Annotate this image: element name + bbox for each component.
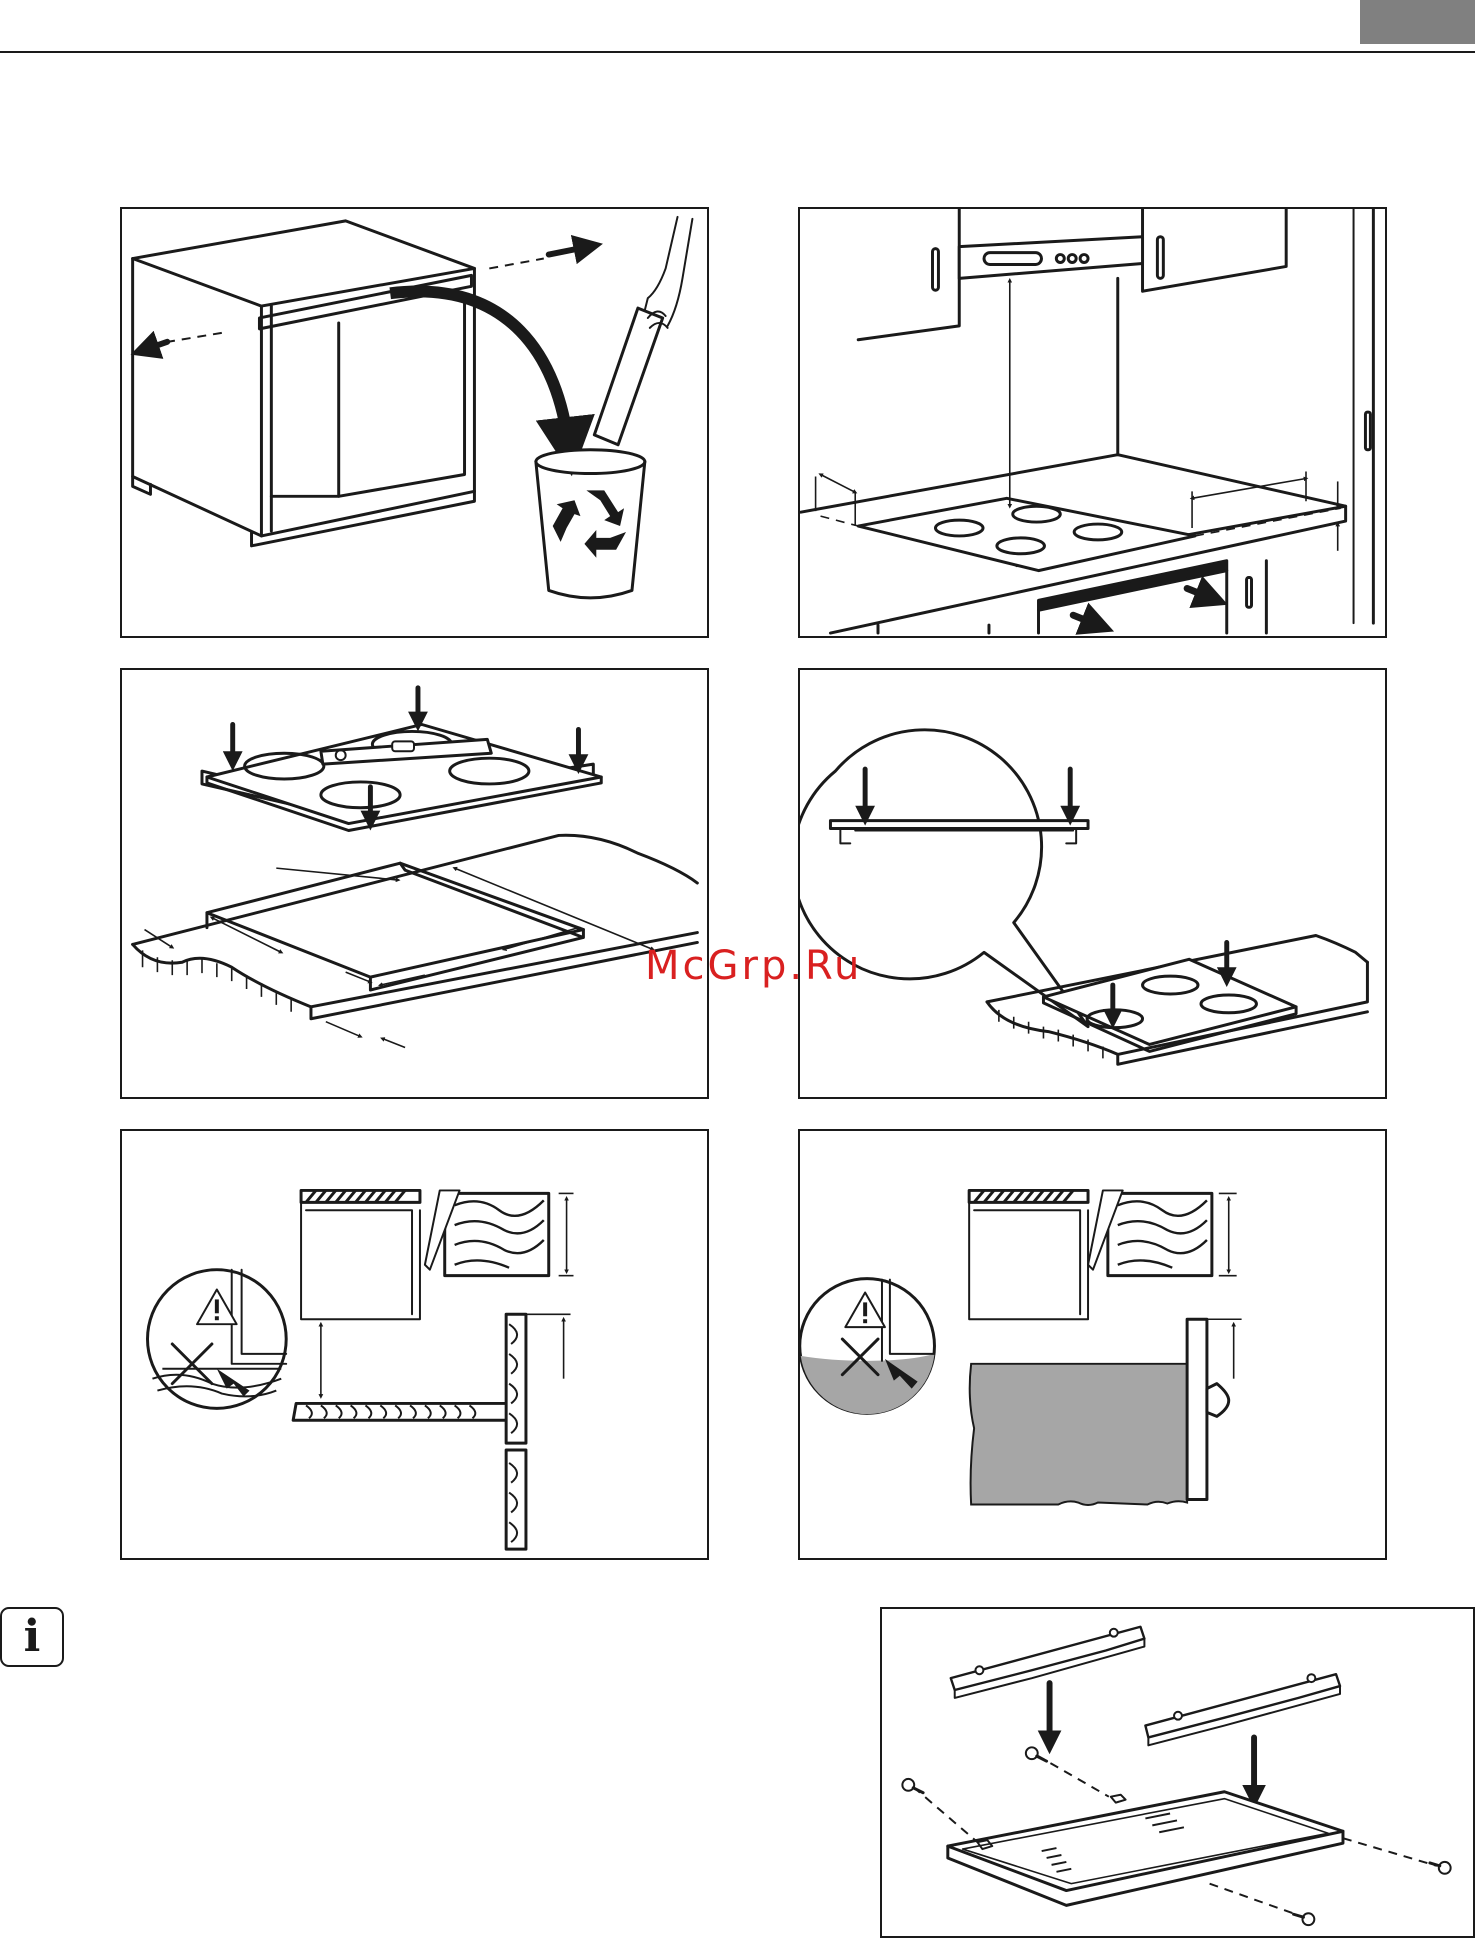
right-clearance-dimension bbox=[1192, 478, 1306, 498]
hob-underside bbox=[969, 1190, 1088, 1319]
info-icon: i bbox=[0, 1607, 64, 1667]
info-glyph: i bbox=[24, 1615, 41, 1659]
arrow-icon bbox=[1073, 615, 1098, 625]
screw-out-line-right bbox=[489, 259, 543, 269]
screw-icon bbox=[1430, 1862, 1451, 1874]
figure-bracket-assembly bbox=[880, 1607, 1475, 1938]
figure-seal-detail bbox=[798, 668, 1387, 1099]
worktop-with-hob bbox=[987, 936, 1367, 1065]
bracket-right bbox=[1145, 1674, 1340, 1745]
figure-drawer-clearance bbox=[120, 1129, 709, 1560]
figure-cabinet-remove-rail bbox=[120, 207, 709, 638]
screw-out-line-left bbox=[162, 333, 221, 343]
oven-body bbox=[970, 1319, 1229, 1505]
arrow-icon bbox=[549, 247, 589, 255]
worktop-section bbox=[425, 1190, 549, 1275]
cabinet-body bbox=[133, 221, 475, 546]
drawer-board bbox=[293, 1403, 509, 1420]
curved-arrow-icon bbox=[390, 291, 568, 446]
worktop-section bbox=[1088, 1190, 1212, 1275]
figure-oven-clearance bbox=[798, 1129, 1387, 1560]
screw-icon bbox=[1294, 1913, 1315, 1925]
screw-icon bbox=[902, 1779, 923, 1793]
watermark: McGrp.Ru bbox=[645, 943, 862, 989]
recycle-bin bbox=[536, 450, 645, 598]
figure-cutout-level bbox=[120, 668, 709, 1099]
hob-frame bbox=[948, 1792, 1343, 1906]
figure-hood-clearance bbox=[798, 207, 1387, 638]
arrow-icon bbox=[145, 342, 168, 350]
left-clearance-dimension bbox=[821, 475, 856, 493]
page-number-tab bbox=[1360, 0, 1475, 44]
screw-icon bbox=[1026, 1747, 1047, 1761]
recycle-icon bbox=[553, 490, 626, 557]
worktop-cutout bbox=[133, 835, 698, 1018]
hob bbox=[858, 498, 1195, 570]
cooker-hood bbox=[959, 237, 1142, 279]
arrow-icon bbox=[1187, 588, 1212, 598]
wall-cabinets bbox=[858, 209, 1286, 340]
hand-icon bbox=[594, 217, 692, 445]
side-panel bbox=[506, 1314, 526, 1549]
hob-underside bbox=[301, 1190, 420, 1319]
header-rule bbox=[0, 51, 1475, 53]
